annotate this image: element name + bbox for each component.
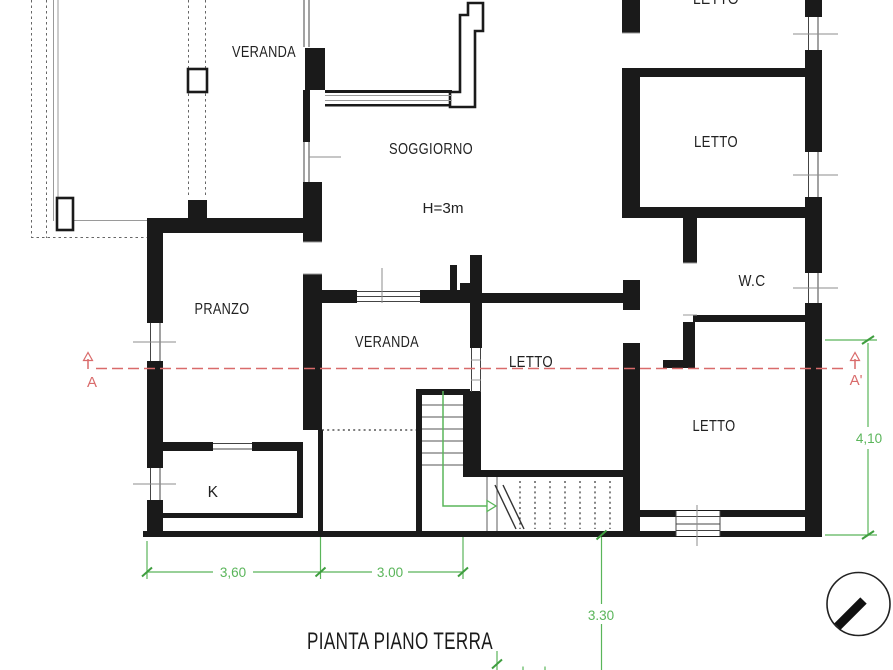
section-line: A A' [82, 351, 863, 391]
room-label-pranzo: PRANZO [195, 301, 250, 318]
north-needle [834, 597, 867, 630]
staircase [322, 391, 611, 531]
room-height-note: H=3m [423, 201, 464, 217]
dim-3-00: 3.00 [377, 565, 403, 580]
room-label-soggiorno: SOGGIORNO [389, 141, 473, 158]
dimensions: 3,60 3.00 3.30 4,10 [141, 335, 882, 670]
room-label-wc: W.C [739, 273, 766, 290]
north-circle [826, 571, 891, 637]
pergola-pillar [186, 67, 209, 94]
dim-4-10: 4,10 [856, 431, 882, 446]
room-labels: VERANDA SOGGIORNO H=3m LETTO LETTO W.C P… [195, 0, 766, 501]
dim-3-30: 3.30 [588, 608, 614, 623]
terrace-pergola [31, 0, 209, 238]
pergola-pillar [55, 196, 75, 232]
room-label-letto-right: LETTO [694, 134, 738, 151]
room-label-kitchen: K [208, 484, 219, 501]
section-arrow-left [82, 351, 94, 362]
room-label-letto-center: LETTO [509, 354, 553, 371]
stair-direction-path [442, 391, 487, 507]
section-arrow-right [849, 351, 861, 362]
stair-break-line [502, 484, 525, 530]
north-indicator [826, 571, 891, 637]
stair-direction-arrow [486, 499, 498, 513]
dim-3-60: 3,60 [220, 565, 246, 580]
chimney-outline [448, 1, 485, 109]
windows [133, 0, 838, 546]
room-label-terrace-veranda: VERANDA [232, 44, 296, 61]
plan-title: PIANTA PIANO TERRA [307, 628, 493, 655]
walls [143, 0, 822, 537]
room-label-veranda-center: VERANDA [355, 334, 419, 351]
room-label-letto-bottom: LETTO [693, 418, 736, 435]
section-label-a1: A' [850, 372, 863, 389]
stair-break-line [494, 484, 517, 530]
section-label-a: A [87, 374, 97, 391]
room-label-letto-top: LETTO [693, 0, 739, 8]
